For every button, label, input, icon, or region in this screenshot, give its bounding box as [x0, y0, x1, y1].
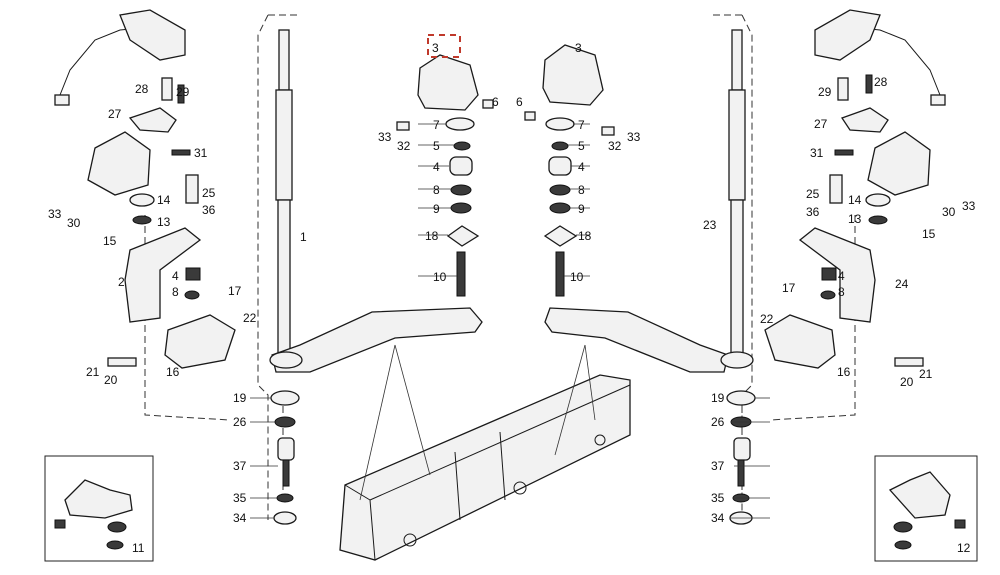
callout-label: 4: [578, 160, 585, 174]
callout-label: 36: [202, 203, 216, 217]
callout-label: 1: [300, 230, 307, 244]
callout-label: 11: [132, 541, 145, 555]
callout-label: 33: [962, 199, 976, 213]
callout-label: 29: [818, 85, 832, 99]
bus-leader-lines: [359, 344, 596, 501]
callout-label: 5: [578, 139, 585, 153]
callout-label: 3: [432, 41, 439, 55]
callout-label: 33: [627, 130, 641, 144]
callout-label: 34: [711, 511, 725, 525]
inset-box-right: [874, 455, 978, 562]
callout-label: 37: [711, 459, 725, 473]
left-wiper-linkage[interactable]: [269, 29, 483, 373]
callout-label: 19: [711, 391, 725, 405]
left-pivot-stack[interactable]: [270, 390, 300, 525]
callout-label: 7: [433, 118, 440, 132]
callout-label: 24: [895, 277, 909, 291]
right-spindle-stack[interactable]: [524, 44, 615, 297]
callout-label: 27: [814, 117, 828, 131]
callout-label: 2: [118, 275, 125, 289]
callout-label: 15: [103, 234, 117, 248]
callout-label: 16: [837, 365, 851, 379]
callout-label: 18: [425, 229, 439, 243]
callout-label: 9: [433, 202, 440, 216]
left-spindle-stack[interactable]: [396, 34, 494, 297]
callout-label: 21: [919, 367, 933, 381]
highlight-marker: [427, 34, 461, 58]
callout-label: 4: [172, 269, 179, 283]
callout-label: 33: [378, 130, 392, 144]
callout-label: 26: [711, 415, 725, 429]
callout-label: 10: [433, 270, 447, 284]
callout-label: 22: [760, 312, 774, 326]
callout-label: 17: [228, 284, 242, 298]
callout-label: 18: [578, 229, 592, 243]
callout-label: 8: [578, 183, 585, 197]
callout-label: 31: [810, 146, 824, 160]
callout-label: 3: [575, 41, 582, 55]
callout-label: 22: [243, 311, 257, 325]
callout-label: 6: [516, 95, 523, 109]
callout-label: 5: [433, 139, 440, 153]
callout-label: 20: [900, 375, 914, 389]
callout-label: 26: [233, 415, 247, 429]
callout-label: 35: [711, 491, 725, 505]
callout-label: 36: [806, 205, 820, 219]
callout-label: 32: [608, 139, 622, 153]
callout-label: 16: [166, 365, 180, 379]
callout-label: 7: [578, 118, 585, 132]
callout-label: 30: [67, 216, 81, 230]
callout-label: 6: [492, 95, 499, 109]
callout-label: 13: [848, 212, 862, 226]
callout-label: 14: [848, 193, 862, 207]
callout-label: 28: [874, 75, 888, 89]
callout-label: 10: [570, 270, 584, 284]
callout-label: 8: [172, 285, 179, 299]
callout-label: 13: [157, 215, 171, 229]
callout-label: 21: [86, 365, 100, 379]
callout-label: 8: [433, 183, 440, 197]
callout-label: 28: [135, 82, 149, 96]
callout-label: 34: [233, 511, 247, 525]
callout-label: 23: [703, 218, 717, 232]
callout-label: 25: [806, 187, 820, 201]
callout-label: 31: [194, 146, 208, 160]
callout-label: 8: [838, 285, 845, 299]
callout-label: 17: [782, 281, 796, 295]
callout-label: 15: [922, 227, 936, 241]
right-pivot-stack[interactable]: [726, 390, 756, 525]
callout-label: 25: [202, 186, 216, 200]
callout-label: 29: [176, 85, 190, 99]
callout-label: 9: [578, 202, 585, 216]
callout-label: 20: [104, 373, 118, 387]
callout-label: 27: [108, 107, 122, 121]
callout-label: 12: [957, 541, 971, 555]
left-motor-assembly[interactable]: [54, 9, 236, 369]
callout-label: 30: [942, 205, 956, 219]
callout-label: 19: [233, 391, 247, 405]
right-motor-assembly[interactable]: [764, 9, 946, 369]
bus-illustration: [339, 374, 631, 561]
callout-label: 4: [838, 269, 845, 283]
callout-label: 35: [233, 491, 247, 505]
inset-box-left: [44, 455, 154, 562]
callout-leaders: [250, 123, 770, 519]
callout-label: 4: [433, 160, 440, 174]
right-wiper-linkage[interactable]: [544, 29, 754, 373]
callout-labels: 3 3 6 6 7 7 5 5 4 4 8 8 9 9 18 18 10 10 …: [48, 41, 976, 555]
callout-label: 37: [233, 459, 247, 473]
callout-label: 32: [397, 139, 411, 153]
callout-label: 14: [157, 193, 171, 207]
callout-label: 33: [48, 207, 62, 221]
